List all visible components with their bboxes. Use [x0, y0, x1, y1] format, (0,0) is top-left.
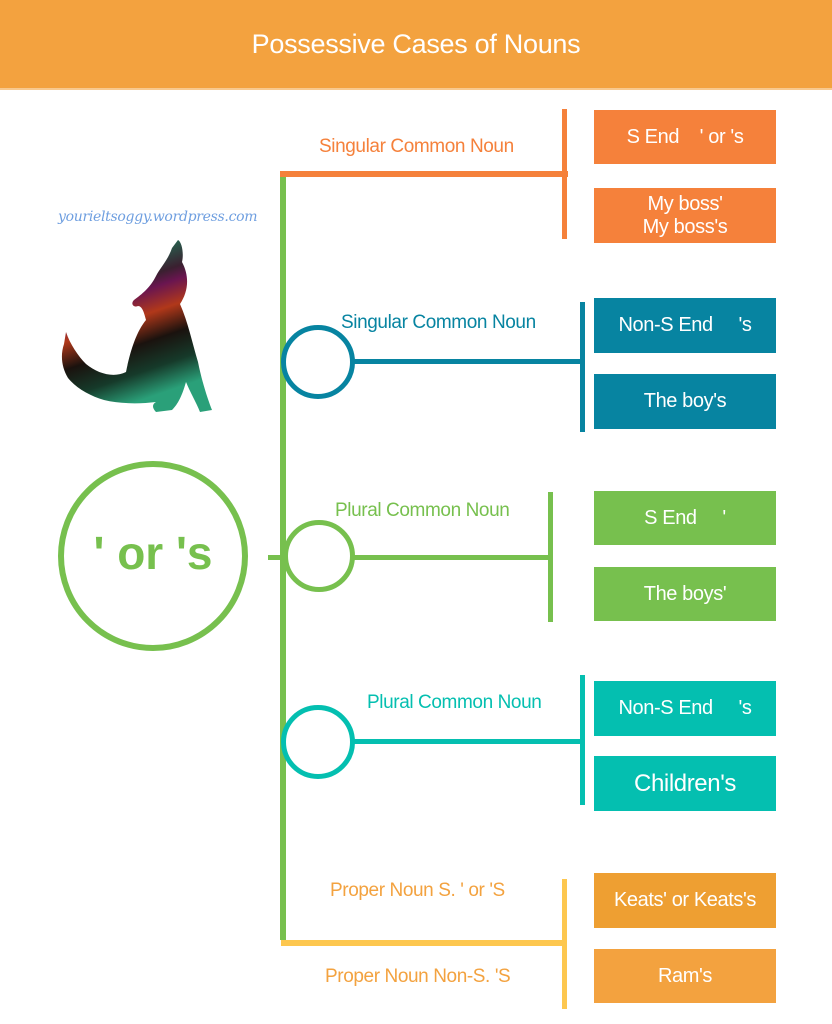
root-node: ' or 's — [58, 461, 248, 651]
branch-label: Plural Common Noun — [335, 500, 510, 521]
branch-connector — [280, 171, 568, 177]
rule-box: Non-S End 's — [594, 298, 776, 353]
wolf-icon — [61, 240, 213, 412]
branch-connector — [352, 555, 552, 560]
page-title: Possessive Cases of Nouns — [251, 28, 581, 59]
branch-node — [281, 325, 355, 399]
branch-bracket — [580, 675, 585, 805]
branch-label: Proper Noun Non-S. 'S — [325, 966, 511, 987]
branch-connector — [281, 940, 565, 946]
branch-label: Singular Common Noun — [319, 136, 514, 157]
example-box: My boss' My boss's — [594, 188, 776, 243]
example-box: The boy's — [594, 374, 776, 429]
branch-node — [281, 705, 355, 779]
branch-connector — [352, 739, 584, 744]
branch-label: Singular Common Noun — [341, 312, 536, 333]
rule-box: Non-S End 's — [594, 681, 776, 736]
branch-bracket — [580, 302, 585, 432]
root-connector — [268, 555, 282, 560]
rule-box: S End ' or 's — [594, 110, 776, 164]
example-box: Children's — [594, 756, 776, 811]
branch-node — [283, 520, 355, 592]
branch-bracket — [548, 492, 553, 622]
root-label: ' or 's — [93, 527, 213, 579]
branch-label: Proper Noun S. ' or 'S — [330, 880, 505, 901]
branch-label: Plural Common Noun — [367, 692, 542, 713]
branch-bracket — [562, 109, 567, 239]
rule-box: S End ' — [594, 491, 776, 545]
branch-connector — [352, 359, 584, 364]
branch-bracket — [562, 879, 567, 1009]
example-box: Ram's — [594, 949, 776, 1003]
watermark-url: yourieltsoggy.wordpress.com — [58, 209, 258, 225]
example-box: The boys' — [594, 567, 776, 621]
header-banner: Possessive Cases of Nouns — [0, 0, 832, 90]
example-box: Keats' or Keats's — [594, 873, 776, 928]
